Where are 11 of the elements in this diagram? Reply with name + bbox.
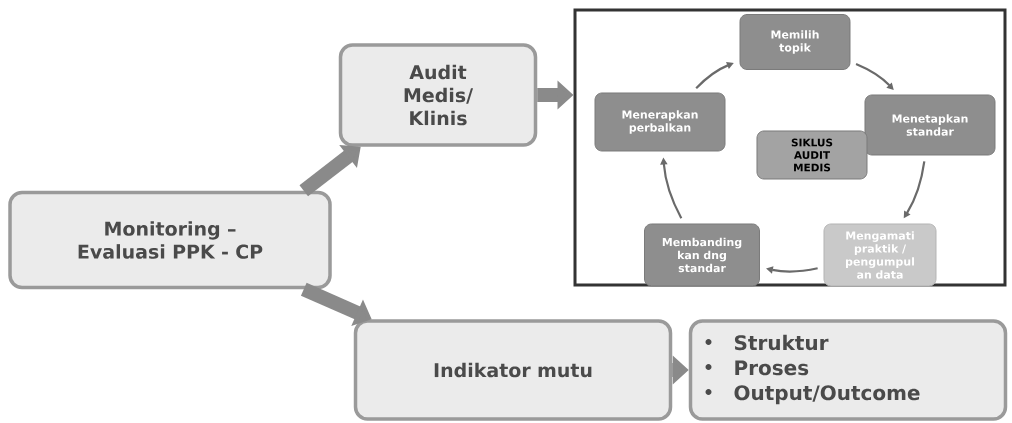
bullet-list-box: Struktur Proses Output/Outcome — [688, 319, 1008, 421]
cycle-step-box: Menerapkan perbalkan — [594, 92, 726, 152]
block-arrow — [299, 145, 361, 197]
process-box: Audit Medis/ Klinis — [338, 43, 538, 147]
cycle-step-box: Membanding kan dng standar — [644, 223, 760, 287]
process-box: Monitoring – Evaluasi PPK - CP — [8, 190, 332, 290]
cycle-step-box: Memilih topik — [739, 14, 851, 70]
cycle-step-box: Menetapkan standar — [864, 94, 996, 156]
cycle-arrow — [766, 266, 818, 274]
process-box: Indikator mutu — [353, 319, 673, 421]
cycle-title-box: SIKLUS AUDIT MEDIS — [756, 130, 868, 180]
